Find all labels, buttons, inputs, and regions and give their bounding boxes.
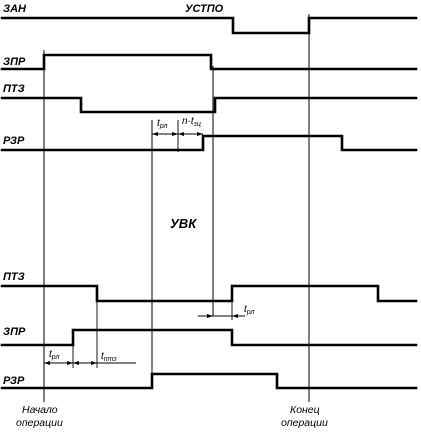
- end-note-line2: операции: [281, 417, 328, 429]
- zpr-bottom-waveform: [0, 328, 418, 347]
- uvk-label: УВК: [170, 216, 197, 231]
- zpr-bottom-label: ЗПР: [3, 326, 26, 338]
- t4-label: tрл: [49, 349, 60, 361]
- rzr-top-waveform: [0, 134, 418, 152]
- zan-label: ЗАН: [3, 3, 27, 15]
- zpr-top-label: ЗПР: [3, 56, 26, 68]
- ustpo-label: УСТПО: [185, 3, 224, 15]
- t4-arrow-right: [67, 361, 73, 365]
- t4-arrow-left: [44, 361, 50, 365]
- zan-waveform: [0, 16, 418, 35]
- ptz-top-waveform: [0, 96, 418, 114]
- t1-arrow-right: [172, 132, 178, 136]
- t3-label: tрл: [244, 304, 255, 316]
- ptz-bottom-label: ПТЗ: [3, 271, 25, 283]
- t2-arrow-right: [197, 132, 203, 136]
- rzr-bottom-waveform: [0, 372, 418, 390]
- zpr-top-waveform: [0, 53, 418, 71]
- rzr-top-label: РЗР: [3, 135, 25, 147]
- t5-label: tптз: [101, 351, 117, 363]
- t3-arrow-left: [232, 314, 238, 318]
- rzr-bottom-label: РЗР: [3, 375, 25, 387]
- start-note-line1: Начало: [22, 404, 58, 416]
- t1-label: tрл: [157, 118, 168, 130]
- t1-arrow-left: [152, 132, 158, 136]
- ptz-top-label: ПТЗ: [3, 83, 25, 95]
- start-note-line2: операции: [16, 417, 63, 429]
- end-note-line1: Конец: [290, 404, 320, 416]
- t3-arrow-right: [207, 314, 213, 318]
- t5-arrow-right: [91, 361, 97, 365]
- t2-arrow-left: [178, 132, 184, 136]
- t5-arrow-left: [73, 361, 79, 365]
- t2-label: n·tзц: [182, 116, 201, 128]
- ptz-bottom-waveform: [0, 284, 418, 303]
